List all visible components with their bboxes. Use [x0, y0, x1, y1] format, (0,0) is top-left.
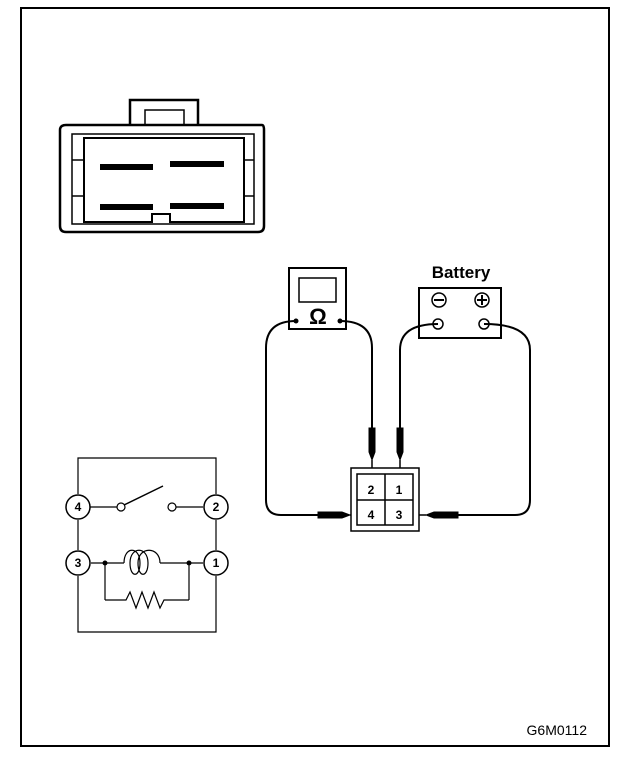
schematic-terminal-2: 2	[203, 494, 229, 520]
page-frame	[20, 7, 610, 747]
relay-connector-face: 2 1 4 3	[350, 467, 420, 532]
connector-pin-slots	[100, 161, 224, 210]
battery-positive-terminal	[474, 292, 490, 330]
ohmmeter: Ω	[288, 267, 347, 330]
battery-negative-lead-to-terminal-1	[399, 323, 439, 428]
connector-terminal-1: 1	[396, 483, 403, 497]
figure-code: G6M0112	[527, 722, 588, 738]
svg-text:1: 1	[213, 556, 220, 570]
schematic-terminal-4: 4	[65, 494, 91, 520]
resistor-symbol	[105, 590, 189, 610]
schematic-terminal-1: 1	[203, 550, 229, 576]
svg-text:4: 4	[75, 500, 82, 514]
relay-schematic: 4 2 3 1	[65, 457, 229, 633]
svg-text:2: 2	[213, 500, 220, 514]
connector-terminal-2: 2	[368, 483, 375, 497]
test-leads	[265, 320, 531, 516]
coil-symbol	[123, 549, 161, 575]
connector-housing	[58, 98, 266, 234]
battery: Battery	[418, 263, 502, 339]
probe-tip-terminal-3	[424, 511, 459, 519]
svg-text:3: 3	[75, 556, 82, 570]
ohm-symbol: Ω	[309, 304, 327, 329]
ohmmeter-lead-to-terminal-2	[339, 320, 373, 428]
probe-tip-terminal-1	[396, 427, 404, 462]
probe-tip-terminal-4	[317, 511, 352, 519]
connector-terminal-3: 3	[396, 508, 403, 522]
schematic-terminal-3: 3	[65, 550, 91, 576]
ohmmeter-lead-to-terminal-4	[265, 320, 318, 516]
connector-terminal-4: 4	[368, 508, 375, 522]
battery-label: Battery	[432, 263, 491, 282]
battery-positive-lead-to-terminal-3	[458, 323, 531, 516]
probe-tip-terminal-2	[368, 427, 376, 462]
